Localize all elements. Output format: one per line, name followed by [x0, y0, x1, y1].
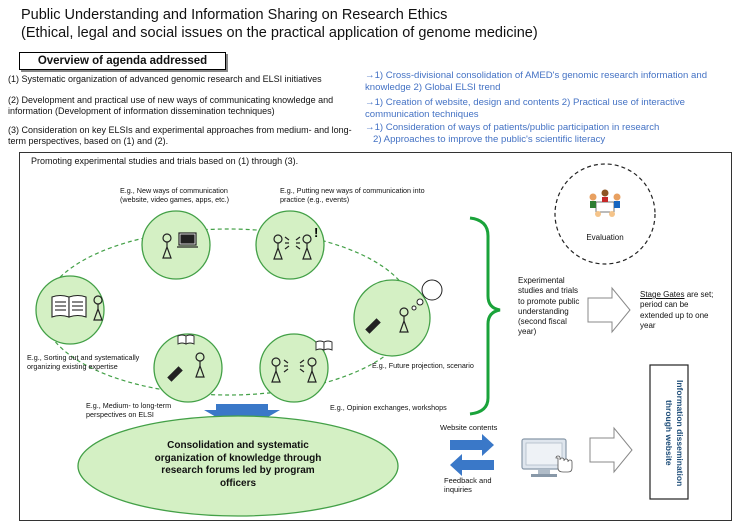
- agenda-item-2: (2) Development and practical use of new…: [8, 95, 334, 116]
- node-opinion: [259, 333, 333, 403]
- label-expertise: E.g., Sorting out and systematically org…: [27, 353, 140, 371]
- consolidation-ellipse: [77, 415, 399, 517]
- pen-icon: [365, 318, 381, 334]
- monitor-icon: [521, 438, 573, 477]
- agenda-item-1: (1) Systematic organization of advanced …: [8, 74, 322, 84]
- node-elsi: [153, 333, 223, 403]
- response-3: →1) Consideration of ways of patients/pu…: [365, 122, 660, 133]
- response-4: 2) Approaches to improve the public's sc…: [373, 134, 606, 145]
- dissemination-arrow: [589, 426, 633, 474]
- website-contents-arrow: [450, 434, 494, 456]
- stage-gates-arrow: [587, 286, 631, 334]
- stage-gates-text: Stage Gates are set; period can be exten…: [640, 290, 720, 331]
- dissemination-box: [649, 364, 689, 500]
- label-opinion: E.g., Opinion exchanges, workshops: [330, 403, 447, 412]
- label-elsi: E.g., Medium- to long-term perspectives …: [86, 401, 172, 419]
- feedback-label: Feedback and inquiries: [444, 476, 492, 494]
- website-contents-label: Website contents: [440, 423, 498, 432]
- response-2: →1) Creation of website, design and cont…: [365, 97, 685, 120]
- page-subtitle: (Ethical, legal and social issues on the…: [21, 25, 538, 41]
- label-communication: E.g., New ways of communication (website…: [120, 186, 230, 204]
- overview-heading: Overview of agenda addressed: [19, 52, 226, 70]
- node-expertise: [35, 275, 105, 345]
- feedback-arrow: [450, 454, 494, 476]
- main-diagram-box: [19, 152, 732, 521]
- node-future: [353, 279, 443, 357]
- agenda-item-3: (3) Consideration on key ELSIs and exper…: [8, 125, 352, 146]
- svg-text:!: !: [314, 225, 318, 240]
- bracket: [469, 216, 501, 416]
- node-practice: !: [255, 210, 325, 280]
- evaluation-label: Evaluation: [586, 233, 624, 242]
- people-icon: [589, 189, 621, 217]
- stage-gates-rest: are set; period can be extended up to on…: [640, 290, 714, 330]
- evaluation-circle: [554, 163, 656, 265]
- response-1: →1) Cross-divisional consolidation of AM…: [365, 70, 708, 93]
- label-future: E.g., Future projection, scenario: [372, 361, 474, 370]
- stage-gates-link[interactable]: Stage Gates: [640, 290, 685, 299]
- node-communication: [141, 210, 211, 280]
- page-title: Public Understanding and Information Sha…: [21, 7, 448, 23]
- info-dissemination-text: Information dissemination through websit…: [664, 379, 685, 487]
- diagram-header: Promoting experimental studies and trial…: [31, 156, 299, 166]
- label-practice: E.g., Putting new ways of communication …: [280, 186, 425, 204]
- experimental-studies-text: Experimental studies and trials to promo…: [518, 276, 580, 337]
- consolidation-text: Consolidation and systematic organizatio…: [154, 440, 322, 489]
